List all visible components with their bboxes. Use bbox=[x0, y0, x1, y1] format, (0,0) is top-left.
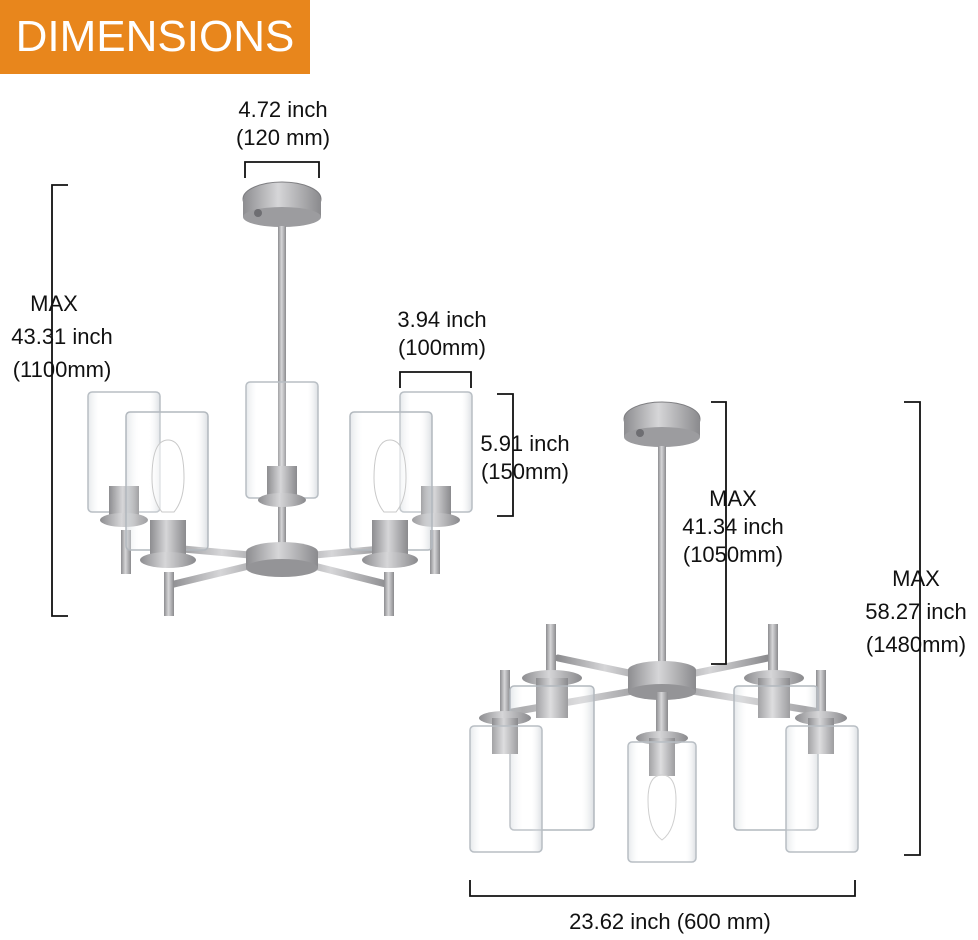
shade-width-imperial: 3.94 inch bbox=[397, 307, 487, 332]
arm-riser-front-left bbox=[500, 670, 510, 720]
canopy-screw-2 bbox=[636, 429, 644, 437]
overall-width-text: 23.62 inch (600 mm) bbox=[569, 909, 771, 934]
right-max-prefix: MAX bbox=[892, 566, 940, 591]
chandelier-upright bbox=[87, 181, 473, 616]
shade2-center bbox=[627, 731, 697, 863]
right-height-bracket bbox=[904, 401, 921, 856]
arm-drop-right bbox=[384, 572, 394, 616]
canopy-bottom bbox=[243, 207, 321, 227]
arm-riser-back-right bbox=[768, 624, 778, 674]
shade-height-metric: (150mm) bbox=[480, 459, 569, 484]
arm-drop-back-right bbox=[430, 530, 440, 574]
drop-max-prefix: MAX bbox=[709, 486, 757, 511]
arm-drop-back-left bbox=[121, 530, 131, 574]
dimension-lines bbox=[51, 161, 921, 897]
left-height-bracket bbox=[51, 184, 68, 617]
shade-front-right bbox=[349, 411, 433, 568]
canopy-metric: (120 mm) bbox=[235, 125, 331, 150]
shade-height-label: 5.91 inch (150mm) bbox=[470, 430, 580, 486]
right-max-height-label: MAX 58.27 inch (1480mm) bbox=[856, 562, 976, 661]
drop-max-imperial: 41.34 inch bbox=[682, 514, 784, 539]
overall-width-bracket bbox=[469, 880, 856, 897]
shade-back-center bbox=[245, 381, 319, 507]
down-rod-2 bbox=[658, 446, 666, 672]
canopy-screw bbox=[254, 209, 262, 217]
right-max-metric: (1480mm) bbox=[865, 632, 967, 657]
shade-height-imperial: 5.91 inch bbox=[480, 431, 570, 456]
canopy-dimension-label: 4.72 inch (120 mm) bbox=[220, 96, 346, 152]
center-stem bbox=[656, 692, 668, 732]
shade-width-metric: (100mm) bbox=[397, 335, 486, 360]
arm-riser-front-right bbox=[816, 670, 826, 720]
left-max-height-label: MAX 43.31 inch (1100mm) bbox=[0, 287, 124, 386]
shade2-front-right bbox=[785, 711, 859, 853]
drop-max-metric: (1050mm) bbox=[682, 542, 784, 567]
left-max-imperial: 43.31 inch bbox=[11, 324, 113, 349]
canopy-width-bracket bbox=[244, 161, 320, 178]
shade-height-bracket bbox=[497, 393, 514, 517]
arm-riser-back-left bbox=[546, 624, 556, 674]
chandelier-downlight bbox=[469, 401, 859, 863]
right-max-imperial: 58.27 inch bbox=[865, 599, 967, 624]
badge-title: DIMENSIONS bbox=[15, 12, 295, 61]
shade2-front-left bbox=[469, 711, 543, 853]
canopy-imperial: 4.72 inch bbox=[238, 97, 328, 122]
hub-bottom bbox=[246, 559, 318, 577]
canopy-bottom-2 bbox=[624, 427, 700, 447]
drop-height-bracket bbox=[711, 401, 727, 665]
shade-width-bracket bbox=[399, 371, 472, 388]
arm-drop-left bbox=[164, 572, 174, 616]
left-max-prefix: MAX bbox=[30, 291, 78, 316]
dimensions-badge: DIMENSIONS bbox=[0, 0, 310, 74]
left-max-metric: (1100mm) bbox=[12, 357, 112, 382]
drop-height-label: MAX 41.34 inch (1050mm) bbox=[672, 485, 794, 569]
shade-width-label: 3.94 inch (100mm) bbox=[382, 306, 502, 362]
overall-width-label: 23.62 inch (600 mm) bbox=[540, 908, 800, 936]
shade-front-left bbox=[125, 411, 209, 568]
